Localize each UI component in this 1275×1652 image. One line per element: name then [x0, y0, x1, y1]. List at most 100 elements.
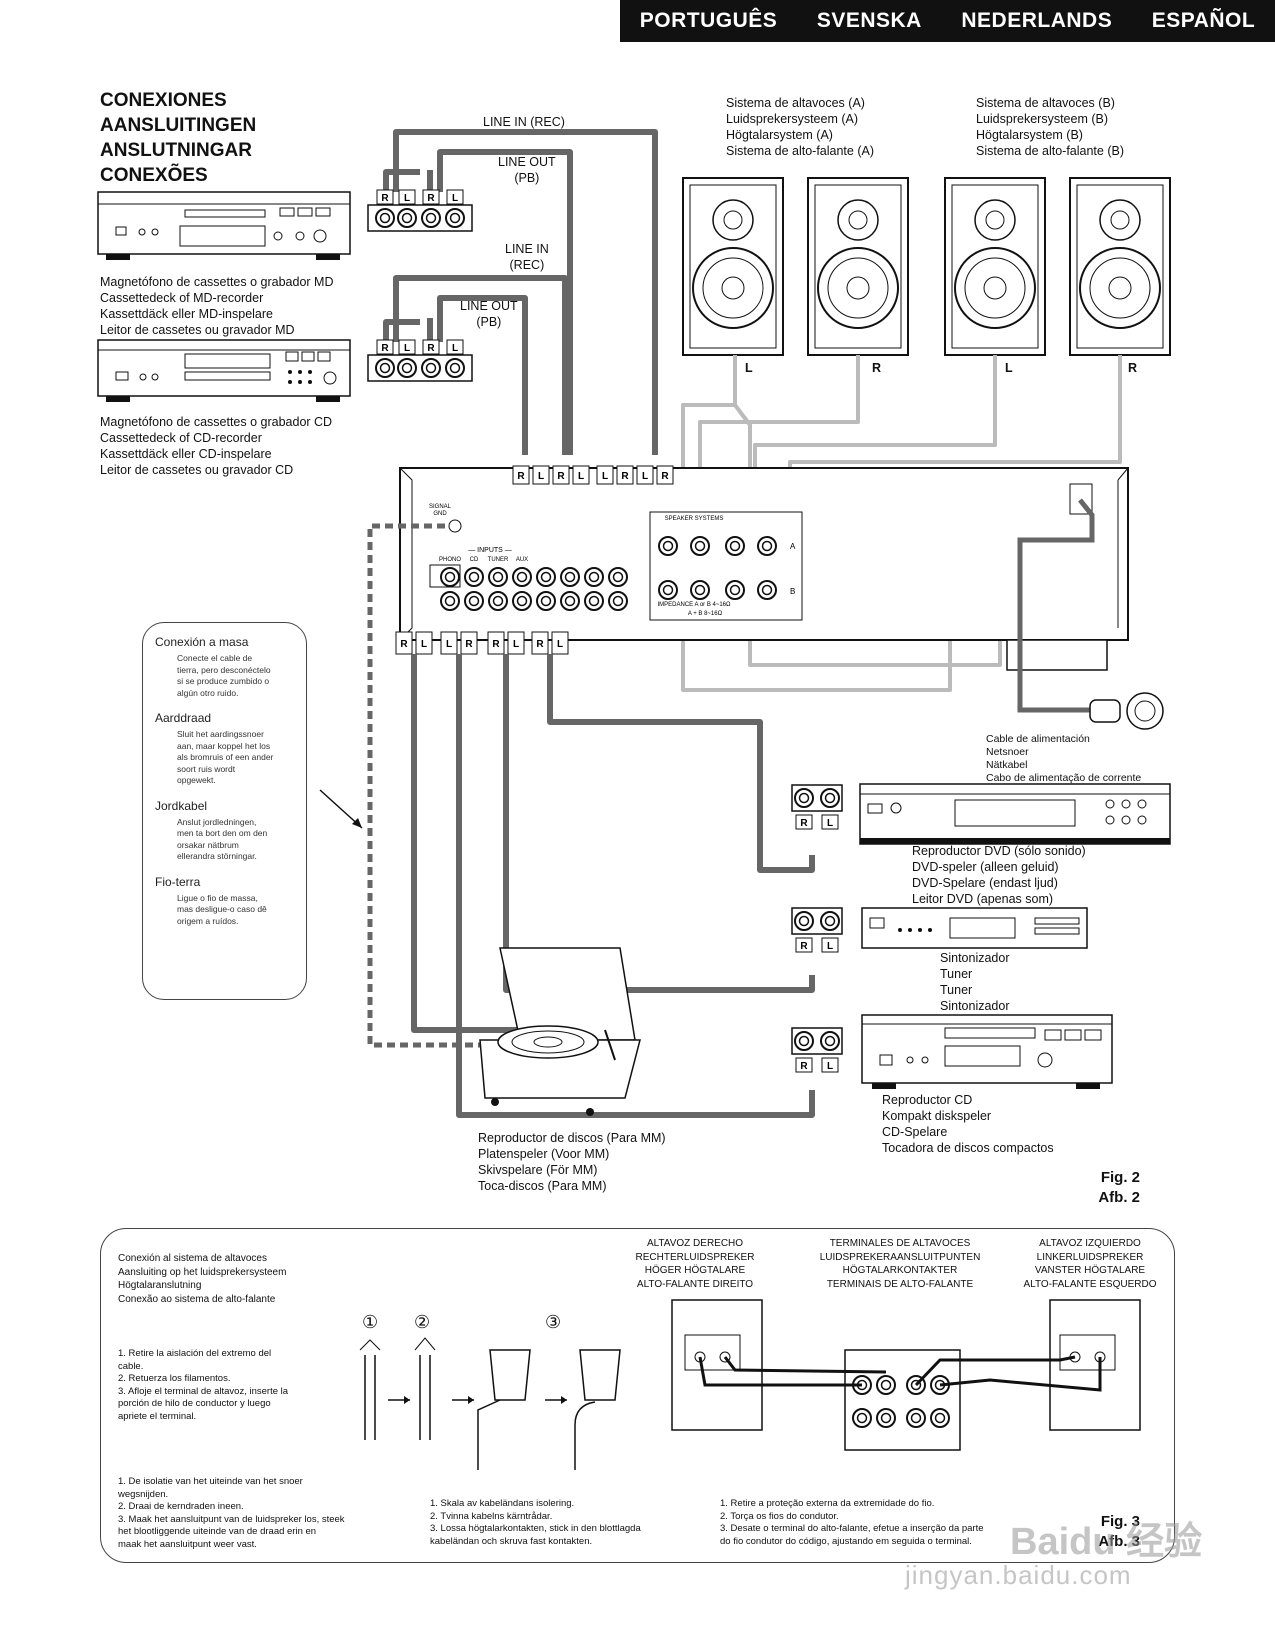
panel-title-pt: Conexão ao sistema de alto-falante — [118, 1293, 276, 1305]
watermark-url: jingyan.baidu.com — [905, 1560, 1132, 1590]
fig-3-label: Fig. 3 Afb. 3 — [1060, 1512, 1140, 1552]
step-sv-line: kabeländan och skruva fast kontakten. — [430, 1535, 593, 1547]
fig3-speaker-wiring — [671, 1299, 1141, 1451]
svg-text:A + B 8~16Ω: A + B 8~16Ω — [688, 611, 723, 617]
speaker-system-b-left — [944, 177, 1046, 356]
svg-text:L: L — [642, 471, 648, 482]
power-sv: Nätkabel — [986, 759, 1028, 771]
lang-es: ESPAÑOL — [1151, 9, 1256, 32]
steps-nl: 1. De isolatie van het uiteinde van het … — [118, 1476, 345, 1551]
speaker-system-b-right — [1069, 177, 1171, 356]
speaker-b-pt: Sistema de alto-falante (B) — [976, 144, 1124, 158]
md-pt: Leitor de cassetes ou gravador MD — [100, 323, 295, 337]
step-pt-line: do fio condutor do código, ajustando em … — [720, 1535, 972, 1547]
cd-jack-block: R L — [791, 1027, 843, 1073]
speaker-b-nl: Luidsprekersysteem (B) — [976, 112, 1108, 126]
ground-es-line: tierra, pero desconéctelo — [177, 664, 271, 675]
line-in-2-line1: LINE IN — [505, 242, 549, 256]
heading-es: CONEXIONES — [100, 90, 227, 111]
step-3-marker: ③ — [545, 1312, 562, 1332]
ground-nl-line: aan, maar koppel het los — [177, 740, 271, 751]
md-deck-illustration — [97, 191, 351, 260]
svg-text:R: R — [536, 639, 544, 650]
fig3-es: Fig. 3 — [1100, 1513, 1140, 1530]
md-nl: Cassettedeck of MD-recorder — [100, 291, 264, 305]
step-es-line: porción de hilo de conductor y luego — [118, 1398, 271, 1409]
svg-text:L: L — [538, 471, 544, 482]
terminals-nl: LUIDSPREKERAANSLUITPUNTEN — [819, 1251, 981, 1263]
svg-text:R: R — [800, 1061, 808, 1072]
left-speaker-es: ALTAVOZ IZQUIERDO — [1039, 1238, 1141, 1249]
line-out-pb-label-2: LINE OUT (PB) — [460, 298, 518, 330]
ground-title-nl: Aarddraad — [155, 711, 212, 725]
dvd-player-illustration — [859, 783, 1171, 845]
cdrec-nl: Cassettedeck of CD-recorder — [100, 431, 262, 445]
power-cable-label: Cable de alimentación Netsnoer Nätkabel … — [986, 733, 1141, 785]
channel-a-left: L — [745, 361, 753, 375]
heading-nl: AANSLUITINGEN — [100, 115, 257, 136]
md-deck-jack-panel — [367, 204, 473, 232]
heading-sv: ANSLUTNINGAR — [100, 140, 252, 161]
step-sv-line: 3. Lossa högtalarkontakten, stick in den… — [430, 1523, 641, 1534]
svg-text:AUX: AUX — [516, 557, 528, 563]
step-nl-line: 2. Draai de kerndraden ineen. — [118, 1501, 244, 1512]
step-es-line: 2. Retuerza los filamentos. — [118, 1373, 231, 1384]
fig2-es: Fig. 2 — [1100, 1169, 1140, 1186]
amplifier-bottom-plugs: R L L R R L R L — [395, 631, 569, 655]
watermark-logo: Baidu 经验 — [1010, 1521, 1203, 1563]
ground-connection-box: Conexión a masa Conecte el cable de tier… — [142, 622, 307, 1000]
ground-es-line: si se produce zumbido o — [177, 676, 270, 686]
heading-pt: CONEXÕES — [100, 165, 208, 186]
left-speaker-nl: LINKERLUIDSPREKER — [1036, 1251, 1144, 1263]
svg-text:L: L — [602, 471, 608, 482]
cd-player-label: Reproductor CD Kompakt diskspeler CD-Spe… — [882, 1092, 1054, 1156]
cdrec-es: Magnetófono de cassettes o grabador CD — [100, 415, 333, 429]
panel-title-nl: Aansluiting op het luidsprekersysteem — [118, 1266, 287, 1278]
channel-a-right: R — [872, 361, 882, 375]
svg-text:R: R — [427, 343, 435, 354]
deck-plugs: R L R L R L R L — [376, 189, 464, 355]
terminals-label: TERMINALES DE ALTAVOCES LUIDSPREKERAANSL… — [800, 1237, 1000, 1291]
language-bar: PORTUGUÊS SVENSKA NEDERLANDS ESPAÑOL — [620, 0, 1275, 42]
cd-pt: Tocadora de discos compactos — [882, 1141, 1054, 1155]
svg-text:L: L — [452, 193, 458, 204]
svg-text:R: R — [800, 941, 808, 952]
cd-recorder-illustration — [97, 339, 351, 402]
ground-body-pt: Ligue o fio de massa, mas desligue-o cas… — [177, 893, 306, 928]
step-nl-line: 1. De isolatie van het uiteinde van het … — [118, 1476, 303, 1487]
dvd-jack-block: R L — [791, 784, 843, 830]
speaker-connection-panel — [100, 1228, 1175, 1563]
svg-text:L: L — [404, 343, 410, 354]
steps-pt: 1. Retire a proteção externa da extremid… — [720, 1498, 984, 1548]
terminals-pt: TERMINAIS DE ALTO-FALANTE — [826, 1278, 974, 1290]
cd-nl: Kompakt diskspeler — [882, 1109, 992, 1123]
line-out-2-line2: (PB) — [476, 315, 502, 329]
svg-text:R: R — [621, 471, 629, 482]
tuner-label: Sintonizador Tuner Tuner Sintonizador — [940, 950, 1010, 1014]
right-speaker-sv: HÖGER HÖGTALARE — [644, 1265, 746, 1276]
svg-text:R: R — [427, 193, 435, 204]
ground-sv-line: ellerandra störningar. — [177, 851, 257, 861]
deck-cables — [383, 129, 658, 455]
ground-sv-line: men ta bort den om den — [177, 828, 268, 838]
md-es: Magnetófono de cassettes o grabador MD — [100, 275, 334, 289]
ground-body-sv: Anslut jordledningen, men ta bort den om… — [177, 817, 306, 863]
svg-text:L: L — [404, 193, 410, 204]
svg-text:— INPUTS —: — INPUTS — — [468, 547, 512, 554]
speaker-b-es: Sistema de altavoces (B) — [976, 96, 1115, 110]
md-deck-label: Magnetófono de cassettes o grabador MD C… — [100, 274, 333, 338]
svg-text:TUNER: TUNER — [488, 557, 509, 563]
step-2-marker: ② — [414, 1312, 431, 1332]
cd-recorder-label: Magnetófono de cassettes o grabador CD C… — [100, 414, 332, 478]
panel-title: Conexión al sistema de altavoces Aanslui… — [118, 1252, 286, 1306]
turntable-illustration — [479, 947, 641, 1116]
dvd-es: Reproductor DVD (sólo sonido) — [912, 844, 1086, 858]
turntable-label: Reproductor de discos (Para MM) Platensp… — [478, 1130, 666, 1194]
lang-pt: PORTUGUÊS — [639, 9, 778, 32]
channel-b-right: R — [1128, 361, 1138, 375]
cd-es: Reproductor CD — [882, 1093, 973, 1107]
svg-text:R: R — [400, 639, 408, 650]
step-1-marker: ① — [362, 1312, 379, 1332]
svg-text:R: R — [492, 639, 500, 650]
left-speaker-pt: ALTO-FALANTE ESQUERDO — [1023, 1278, 1157, 1290]
